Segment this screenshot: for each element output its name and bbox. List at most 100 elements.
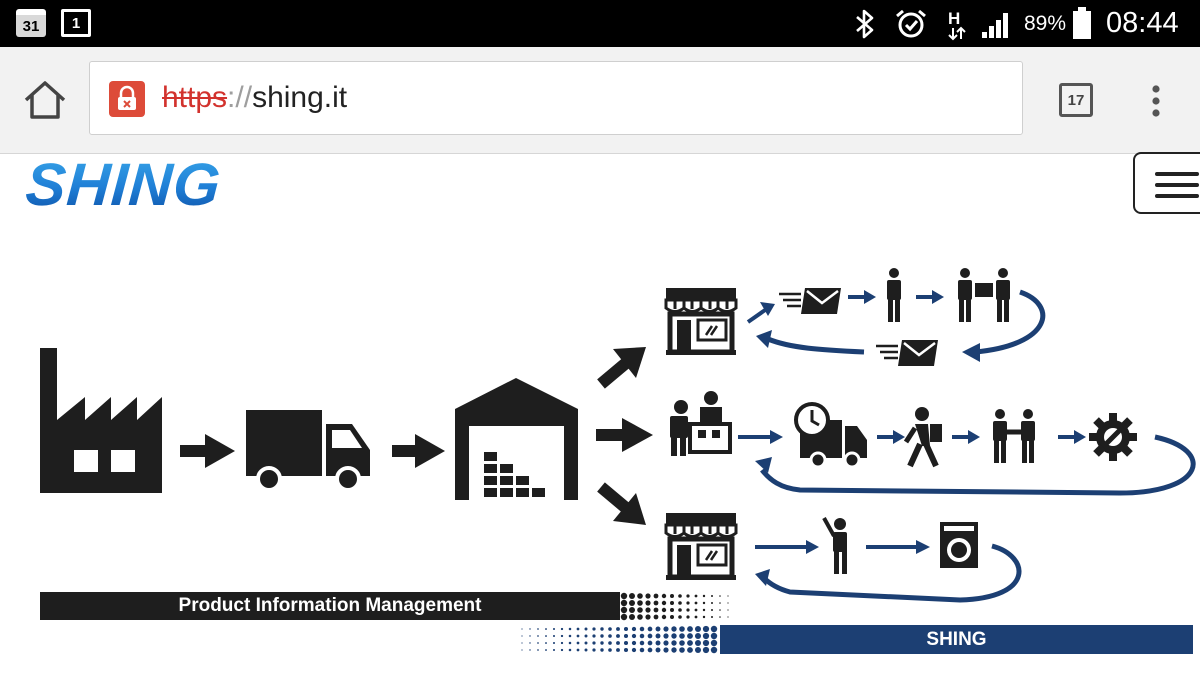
halftone-dot xyxy=(655,647,661,653)
halftone-dot xyxy=(592,648,596,652)
halftone-dot xyxy=(687,633,693,639)
halftone-dot xyxy=(719,602,721,604)
halftone-dot xyxy=(560,641,564,645)
halftone-dot xyxy=(600,627,604,631)
halftone-dot xyxy=(623,633,629,639)
halftone-dot xyxy=(686,594,690,598)
halftone-dot xyxy=(661,607,667,613)
network-type-icon: H xyxy=(948,9,966,41)
halftone-dot xyxy=(694,632,702,640)
blue-arrow-icon xyxy=(914,288,946,306)
shing-label-bar: SHING xyxy=(720,625,1193,654)
halftone-dot xyxy=(694,608,698,612)
halftone-dot xyxy=(552,634,556,638)
halftone-dot xyxy=(639,626,645,632)
status-bar: 31 1 H 89% 08:44 xyxy=(0,0,1200,47)
dotted-fade-light xyxy=(521,625,718,654)
insecure-lock-icon[interactable] xyxy=(109,81,145,117)
network-type-label: H xyxy=(948,9,960,28)
calendar-icon: 31 xyxy=(16,9,46,37)
halftone-dot xyxy=(537,628,539,630)
site-logo[interactable]: SHING xyxy=(23,151,224,218)
halftone-dot xyxy=(645,607,651,613)
halftone-dot xyxy=(537,635,539,637)
halftone-dot xyxy=(647,647,653,653)
halftone-dot xyxy=(710,625,718,633)
halftone-dot xyxy=(631,647,637,653)
factory-icon xyxy=(40,348,162,493)
service-gear-icon xyxy=(1089,413,1137,461)
url-scheme: https xyxy=(162,81,228,114)
halftone-dot xyxy=(653,593,659,599)
hamburger-line xyxy=(1155,194,1199,198)
hamburger-menu-button[interactable] xyxy=(1133,152,1200,214)
halftone-dot xyxy=(727,609,729,611)
halftone-dot xyxy=(671,626,677,632)
halftone-dot xyxy=(545,642,547,644)
halftone-dot xyxy=(639,633,645,639)
halftone-dot xyxy=(639,647,645,653)
halftone-dot xyxy=(719,595,721,597)
halftone-dot xyxy=(629,600,635,606)
halftone-dot xyxy=(661,600,667,606)
shop-counter-icon xyxy=(670,391,732,456)
halftone-dot xyxy=(679,626,685,632)
halftone-dot xyxy=(727,595,729,597)
halftone-dot xyxy=(702,594,706,598)
halftone-dot xyxy=(616,634,620,638)
halftone-dot xyxy=(702,632,710,640)
halftone-dot xyxy=(568,648,572,652)
halftone-dot xyxy=(592,634,596,638)
arrow-icon xyxy=(205,434,235,468)
shing-label: SHING xyxy=(926,628,987,650)
halftone-dot xyxy=(670,615,674,619)
halftone-dot xyxy=(661,614,667,620)
halftone-dot xyxy=(545,635,547,637)
hamburger-line xyxy=(1155,183,1199,187)
halftone-dot xyxy=(711,609,713,611)
halftone-dot xyxy=(702,646,710,654)
blue-return-arrow xyxy=(762,543,1022,603)
tab-switcher-button[interactable]: 17 xyxy=(1059,83,1093,117)
arrow-icon xyxy=(597,482,646,525)
halftone-dot xyxy=(584,627,588,631)
url-text[interactable]: https://shing.it xyxy=(162,62,347,134)
supply-chain-diagram xyxy=(40,268,1196,654)
notification-count-icon: 1 xyxy=(61,9,91,37)
halftone-dot xyxy=(702,615,706,619)
battery-icon xyxy=(1073,7,1091,39)
halftone-dot xyxy=(694,646,702,654)
warehouse-icon xyxy=(455,378,578,500)
halftone-dot xyxy=(670,608,674,612)
blue-arrow-icon xyxy=(950,428,982,446)
overflow-menu-icon[interactable] xyxy=(1146,81,1166,121)
halftone-dot xyxy=(678,615,682,619)
halftone-dot xyxy=(600,634,604,638)
halftone-dot xyxy=(727,602,729,604)
halftone-dot xyxy=(702,625,710,633)
halftone-dot xyxy=(694,594,698,598)
halftone-dot xyxy=(694,615,698,619)
halftone-dot xyxy=(645,600,651,606)
halftone-dot xyxy=(560,648,564,652)
address-bar[interactable]: https://shing.it xyxy=(89,61,1023,135)
halftone-dot xyxy=(663,647,669,653)
halftone-dot xyxy=(639,640,645,646)
delivery-handover-icon xyxy=(958,268,1010,322)
halftone-dot xyxy=(521,642,523,644)
halftone-dot xyxy=(620,592,628,600)
halftone-dot xyxy=(552,641,556,645)
halftone-dot xyxy=(600,641,604,645)
halftone-dot xyxy=(687,647,693,653)
halftone-dot xyxy=(521,649,523,651)
halftone-dot xyxy=(694,639,702,647)
home-icon[interactable] xyxy=(22,79,68,121)
halftone-dot xyxy=(568,627,572,631)
halftone-dot xyxy=(629,614,635,620)
dotted-fade-dark xyxy=(620,592,729,621)
bluetooth-icon xyxy=(856,9,874,39)
halftone-dot xyxy=(529,628,531,630)
halftone-dot xyxy=(661,593,667,599)
halftone-dot xyxy=(710,646,718,654)
halftone-dot xyxy=(647,633,653,639)
